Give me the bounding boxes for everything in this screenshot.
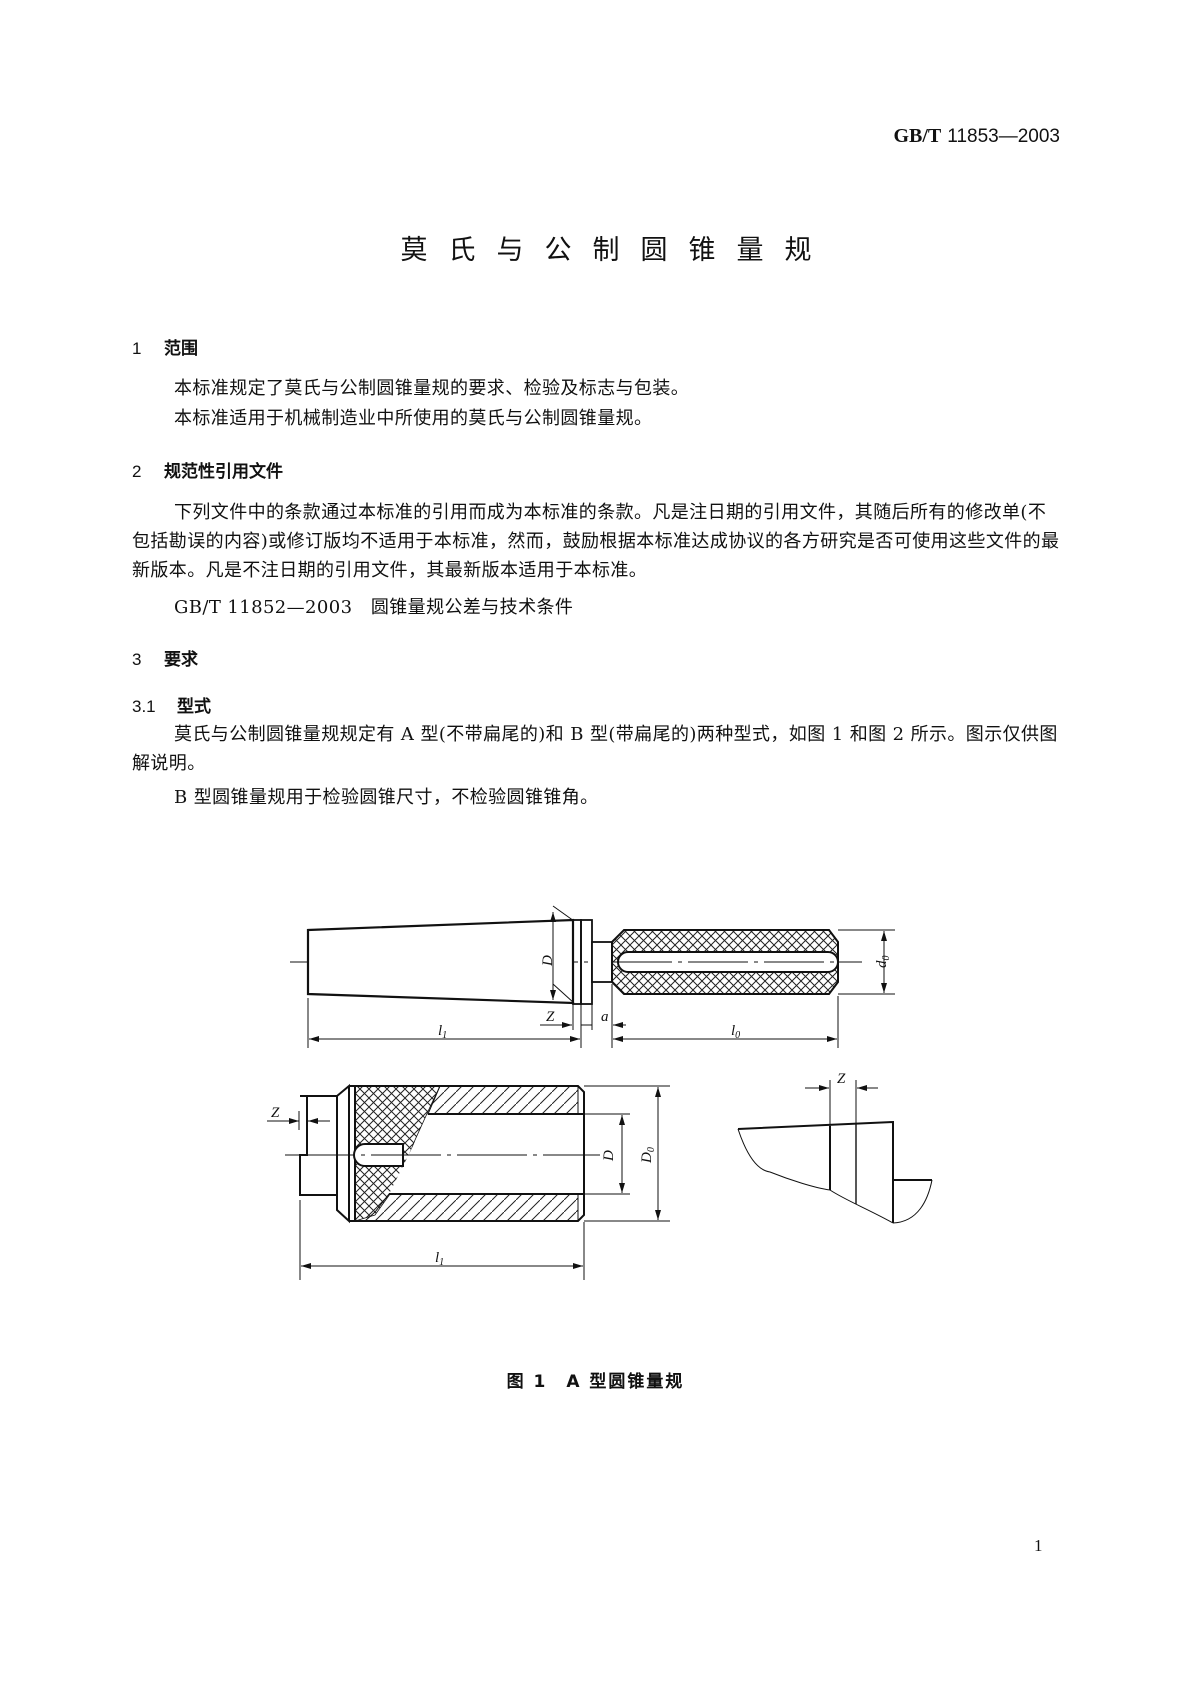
paragraph: 下列文件中的条款通过本标准的引用而成为本标准的条款。凡是注日期的引用文件，其随后… (132, 502, 1060, 581)
section-title: 范围 (164, 339, 198, 359)
standard-number: GB/T 11853—2003 (0, 125, 1060, 148)
plug-gauge-drawing (290, 905, 895, 1048)
detail-Z-label: Z (837, 1071, 846, 1087)
standard-prefix: GB/T (893, 125, 942, 147)
paragraph: 莫氏与公制圆锥量规规定有 A 型(不带扁尾的)和 B 型(带扁尾的)两种型式，如… (132, 724, 1058, 774)
plug-a-label: a (601, 1009, 609, 1025)
plug-l1-label: l1 (438, 1023, 447, 1041)
section-1-heading: 1 范围 (132, 334, 198, 359)
section-number: 3 (132, 650, 142, 669)
section-number: 1 (132, 339, 142, 358)
ring-l1-label: l1 (435, 1250, 444, 1268)
ring-Z-label: Z (271, 1105, 280, 1121)
figure-caption: 图 1 A 型圆锥量规 (506, 1372, 685, 1392)
detail-view-drawing (737, 1080, 933, 1224)
plug-D-label: D (540, 955, 556, 967)
section-title: 规范性引用文件 (164, 462, 283, 482)
ring-D-label: D (601, 1150, 617, 1162)
ring-gauge-drawing (267, 1083, 670, 1280)
section-2-heading: 2 规范性引用文件 (132, 457, 283, 482)
plug-Z-label: Z (546, 1009, 555, 1025)
plug-l0-label: l0 (731, 1023, 740, 1041)
ring-D0-label: D0 (639, 1147, 657, 1164)
document-title: 莫氏与公制圆锥量规 (400, 235, 833, 266)
section-title: 要求 (164, 650, 198, 670)
section-number: 3.1 (132, 697, 156, 716)
plug-d0-label: d0 (874, 956, 892, 969)
section-3-1-heading: 3.1 型式 (132, 692, 211, 717)
section-number: 2 (132, 462, 142, 481)
paragraph: B 型圆锥量规用于检验圆锥尺寸，不检验圆锥锥角。 (174, 787, 599, 808)
standard-code: 11853—2003 (947, 126, 1060, 147)
page-number: 1 (1034, 1536, 1043, 1555)
paragraph: 本标准规定了莫氏与公制圆锥量规的要求、检验及标志与包装。 (174, 378, 690, 399)
section-title: 型式 (177, 697, 211, 717)
reference-item: GB/T 11852—2003 圆锥量规公差与技术条件 (174, 593, 573, 622)
reference-code: GB/T 11852—2003 (174, 597, 353, 618)
reference-title: 圆锥量规公差与技术条件 (370, 597, 574, 618)
paragraph: 本标准适用于机械制造业中所使用的莫氏与公制圆锥量规。 (174, 408, 653, 429)
section-3-heading: 3 要求 (132, 645, 198, 670)
